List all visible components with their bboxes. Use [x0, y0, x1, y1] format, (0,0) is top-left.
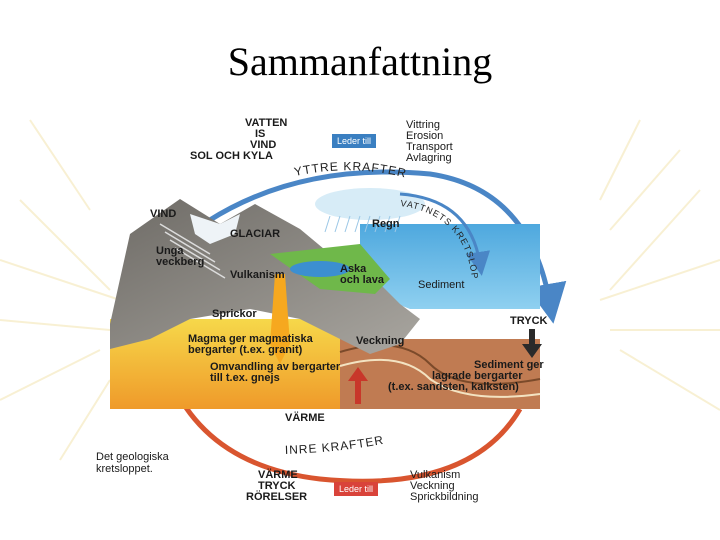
label-regn: Regn	[372, 218, 400, 230]
label-sediment-ger-1: Sediment ger	[474, 359, 544, 371]
vattnets-kretslopp-arrow	[399, 192, 491, 276]
inre-krafter-label: INRE KRAFTER	[285, 433, 385, 457]
bottom-result-2: Veckning	[410, 480, 455, 492]
caption-line-1: Det geologiska	[96, 451, 169, 463]
caption-line-2: kretsloppet.	[96, 463, 153, 475]
top-result-3: Transport	[406, 141, 453, 153]
top-force-2: IS	[255, 128, 266, 140]
bottom-force-2: TRYCK	[258, 480, 296, 492]
label-vulkanism: Vulkanism	[230, 269, 285, 281]
diagram-artwork: YTTRE KRAFTER VATTNETS KRETSLOPP INRE KR…	[70, 104, 567, 484]
leder-till-bottom: Leder till	[334, 482, 379, 496]
top-force-4: SOL OCH KYLA	[190, 150, 273, 162]
top-result-2: Erosion	[406, 130, 444, 142]
inre-krafter-arrow	[145, 329, 523, 484]
leder-till-top: Leder till	[332, 134, 377, 148]
geologic-cycle-diagram: YTTRE KRAFTER VATTNETS KRETSLOPP INRE KR…	[70, 104, 630, 504]
label-omvandling-2: till t.ex. gnejs	[210, 372, 280, 384]
bottom-force-3: RÖRELSER	[246, 491, 308, 503]
label-unga: Unga	[156, 245, 184, 257]
page-title: Sammanfattning	[227, 39, 493, 84]
label-tryck: TRYCK	[510, 315, 548, 327]
glacier	[190, 214, 240, 244]
magma-layer	[110, 319, 390, 409]
top-force-3: VIND	[250, 139, 277, 151]
bottom-result-1: Vulkanism	[410, 469, 461, 481]
top-result-1: Vittring	[406, 119, 441, 131]
label-sediment-ger-3: (t.ex. sandsten, kalksten)	[388, 381, 519, 393]
label-aska: Aska	[340, 263, 367, 275]
label-veckberg: veckberg	[156, 256, 205, 268]
mountain	[110, 199, 420, 354]
label-sediment-ger-2: lagrade bergarter	[432, 370, 523, 382]
label-sprickor: Sprickor	[212, 308, 257, 320]
label-magma-1: Magma ger magmatiska	[188, 333, 313, 345]
sediment-layer	[340, 339, 540, 409]
label-glaciar: GLACIAR	[230, 228, 281, 240]
label-och-lava: och lava	[340, 274, 385, 286]
label-omvandling-1: Omvandling av bergarter	[210, 361, 341, 373]
label-varme: VÄRME	[285, 412, 325, 424]
bottom-force-1: VÄRME	[258, 469, 298, 481]
label-sediment: Sediment	[418, 279, 465, 291]
magma-pipe	[270, 274, 290, 364]
bottom-result-3: Sprickbildning	[410, 491, 479, 503]
label-vind: VIND	[150, 208, 177, 220]
top-force-1: VATTEN	[245, 117, 288, 129]
label-veckning: Veckning	[356, 335, 405, 347]
cloud	[315, 188, 425, 220]
sea	[360, 224, 540, 309]
top-result-4: Avlagring	[406, 152, 452, 164]
label-magma-2: bergarter (t.ex. granit)	[188, 344, 303, 356]
